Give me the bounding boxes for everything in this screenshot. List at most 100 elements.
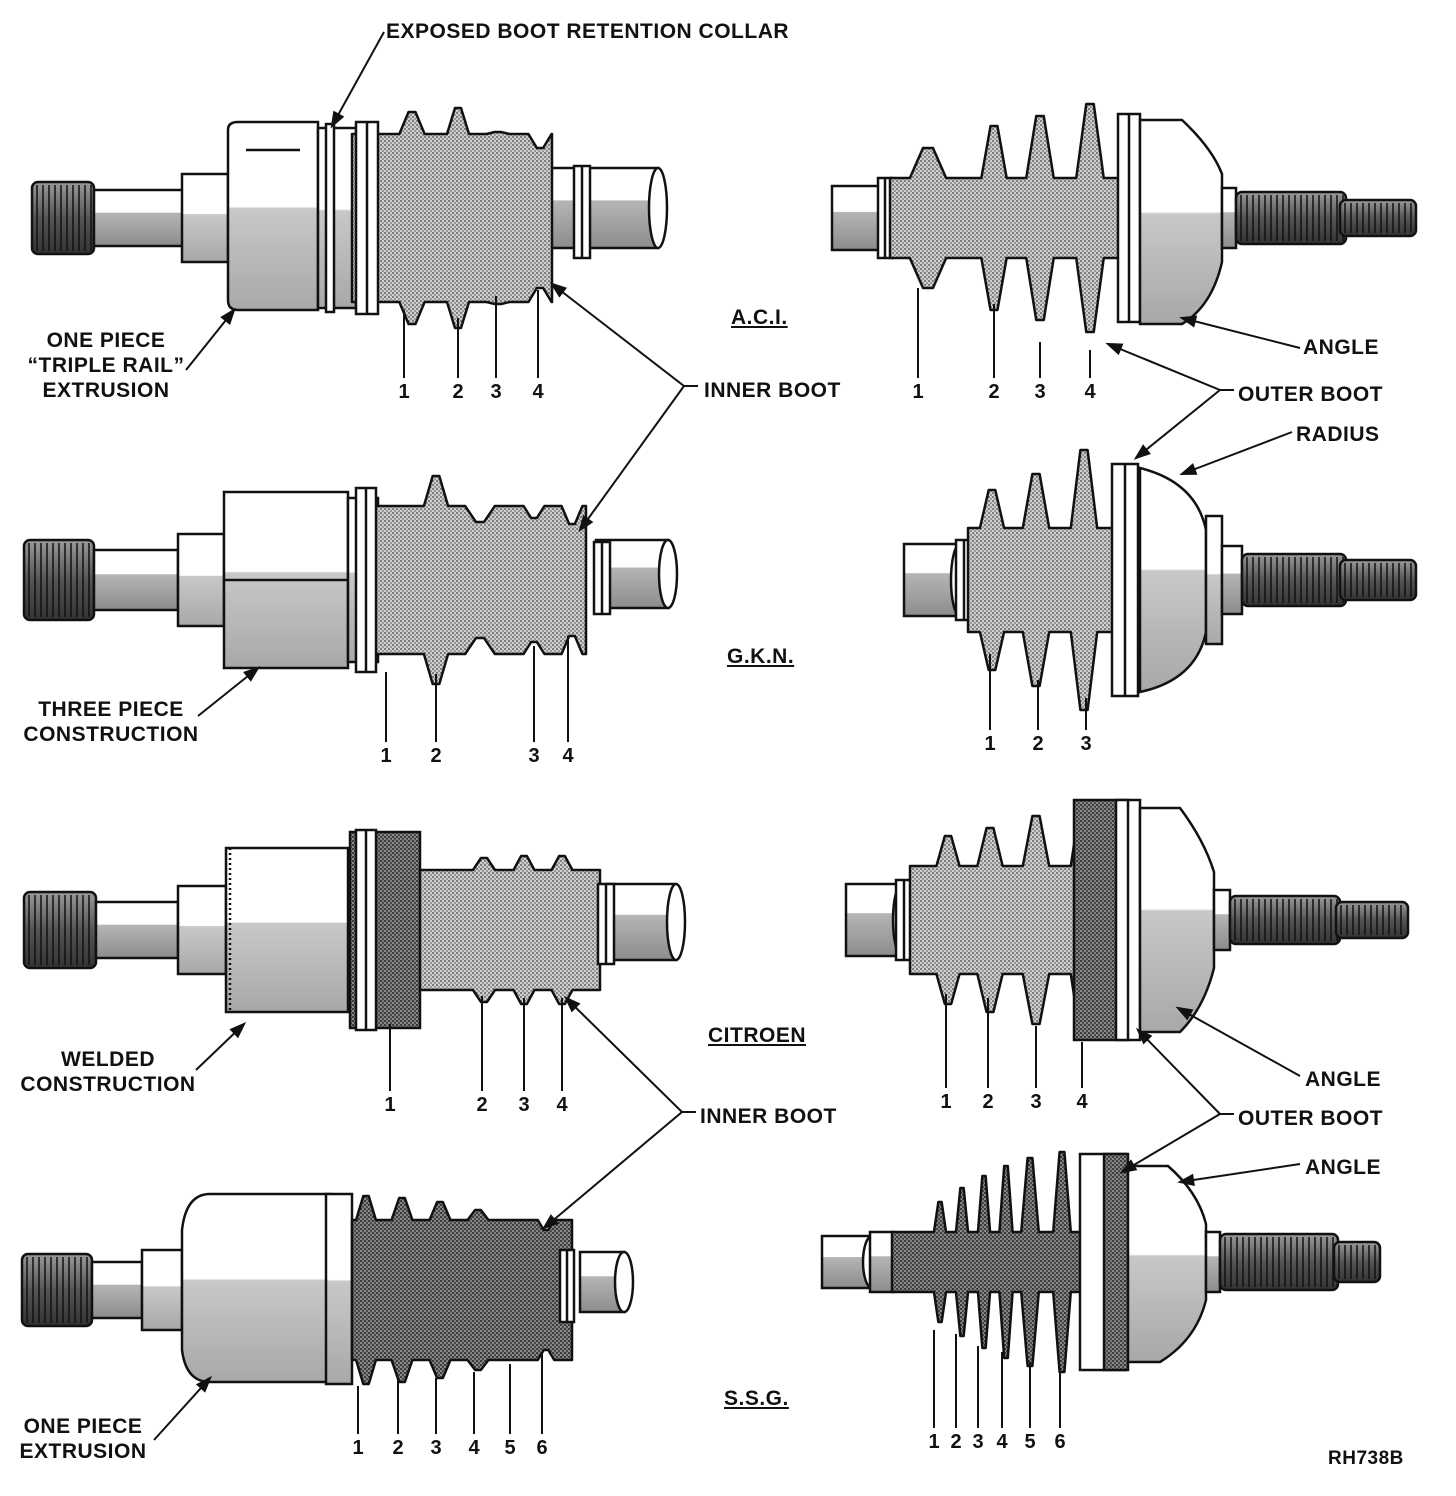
housing-lip xyxy=(1204,514,1224,646)
shaft-end xyxy=(647,166,669,250)
stub-shaft xyxy=(1220,544,1244,616)
leader-arrowhead xyxy=(1175,1006,1194,1021)
leader-arrowhead xyxy=(1179,315,1198,328)
label-line: CONSTRUCTION xyxy=(20,1073,196,1096)
inner-convolution-number: 4 xyxy=(562,745,574,767)
inner-convolution-number: 1 xyxy=(380,745,392,767)
leader-arrowhead xyxy=(1105,342,1124,356)
leader-line xyxy=(331,31,385,127)
inner-boot-label: INNER BOOT xyxy=(704,379,841,402)
leader-arrowhead xyxy=(243,666,261,682)
label-line: WELDED xyxy=(61,1048,155,1071)
stub-shaft xyxy=(94,900,180,960)
label-line: ONE PIECE xyxy=(23,1415,143,1438)
outer-convolution-number: 2 xyxy=(988,381,1000,403)
manufacturer-label-citroen: CITROEN xyxy=(708,1024,806,1047)
outer-housing-radius xyxy=(1138,466,1208,694)
outer-boot xyxy=(888,102,1130,334)
outer-convolution-number: 1 xyxy=(984,733,996,755)
leader-line xyxy=(1181,317,1301,349)
outer-housing-angle xyxy=(1138,806,1216,1034)
leader-line xyxy=(543,1111,683,1229)
inner-convolution-number: 4 xyxy=(532,381,544,403)
leader-line xyxy=(565,997,683,1113)
leader-line xyxy=(1179,1163,1301,1183)
inner-convolution-number: 1 xyxy=(384,1094,396,1116)
leader-line xyxy=(1107,343,1221,391)
outer-convolution-number: 1 xyxy=(912,381,924,403)
leader-arrowhead xyxy=(1133,444,1151,460)
outer-housing-angle xyxy=(1138,118,1224,326)
inner-convolution-number: 3 xyxy=(430,1437,442,1459)
outer-convolution-number: 2 xyxy=(982,1091,994,1113)
inner-boot xyxy=(418,854,602,1006)
figure-code: RH738B xyxy=(1328,1448,1404,1469)
leader-arrowhead xyxy=(563,995,581,1013)
leader-line xyxy=(1181,431,1293,475)
spline-end xyxy=(1334,900,1410,940)
outer-boot xyxy=(890,1150,1106,1374)
angle-label: ANGLE xyxy=(1305,1156,1381,1179)
inner-boot xyxy=(370,474,588,686)
angle-label: ANGLE xyxy=(1303,336,1379,359)
spline-end xyxy=(1338,198,1418,238)
inner-convolution-number: 2 xyxy=(430,745,442,767)
outer-convolution-number: 4 xyxy=(1076,1091,1088,1113)
inner-convolution-number: 2 xyxy=(392,1437,404,1459)
leader-arrowhead xyxy=(1179,463,1198,476)
outer-convolution-number: 5 xyxy=(1024,1431,1036,1453)
outer-convolution-number: 1 xyxy=(928,1431,940,1453)
leader-arrowhead xyxy=(578,514,594,533)
inner-convolution-number: 1 xyxy=(398,381,410,403)
stub-shaft xyxy=(1204,1230,1222,1294)
radius-label: RADIUS xyxy=(1296,423,1380,446)
inner-convolution-number: 6 xyxy=(536,1437,548,1459)
outer-convolution-number: 4 xyxy=(1084,381,1096,403)
outer-boot-label: OUTER BOOT xyxy=(1238,383,1383,406)
shaft-end xyxy=(613,1250,635,1314)
leader-line xyxy=(1121,1113,1221,1173)
triple-rail-extrusion-label: ONE PIECE “TRIPLE RAIL” EXTRUSION xyxy=(22,330,190,401)
stub-shaft xyxy=(92,188,186,248)
label-line: EXTRUSION xyxy=(19,1440,147,1463)
outer-convolution-number: 1 xyxy=(940,1091,952,1113)
one-piece-extrusion-housing xyxy=(180,1192,332,1384)
retention-collar xyxy=(324,122,336,314)
label-line: “TRIPLE RAIL” xyxy=(27,354,185,377)
inner-boot-label: INNER BOOT xyxy=(700,1105,837,1128)
inner-boot xyxy=(350,1194,574,1386)
outer-convolution-number: 3 xyxy=(972,1431,984,1453)
outer-convolution-number: 6 xyxy=(1054,1431,1066,1453)
label-line: CONSTRUCTION xyxy=(23,723,199,746)
inner-convolution-number: 2 xyxy=(476,1094,488,1116)
leader-arrowhead xyxy=(1119,1159,1138,1174)
outer-boot xyxy=(966,448,1126,712)
angle-label: ANGLE xyxy=(1305,1068,1381,1091)
inner-convolution-number: 3 xyxy=(490,381,502,403)
leader-line xyxy=(1177,1007,1301,1077)
stub-shaft xyxy=(92,548,180,612)
housing-neck xyxy=(180,172,230,264)
inner-convolution-number: 3 xyxy=(528,745,540,767)
stub-shaft xyxy=(1220,186,1238,250)
one-piece-extrusion-label: ONE PIECE EXTRUSION xyxy=(10,1416,156,1462)
boot-neck xyxy=(868,1230,896,1294)
spline-end xyxy=(1338,558,1418,602)
leader-arrowhead xyxy=(195,1375,212,1393)
leader-arrowhead xyxy=(549,282,568,298)
inner-convolution-number: 1 xyxy=(352,1437,364,1459)
housing-neck xyxy=(140,1248,184,1332)
welded-housing xyxy=(224,846,350,1014)
leader-arrowhead xyxy=(220,307,236,325)
label-line: EXTRUSION xyxy=(42,379,170,402)
three-piece-construction-label: THREE PIECE CONSTRUCTION xyxy=(16,699,206,745)
housing-collar xyxy=(316,126,358,310)
outer-boot-collar xyxy=(1102,1152,1130,1372)
leader-arrowhead xyxy=(229,1021,247,1039)
outer-convolution-number: 3 xyxy=(1080,733,1092,755)
inner-boot xyxy=(350,106,554,330)
stub-shaft xyxy=(90,1260,144,1320)
inner-convolution-number: 4 xyxy=(556,1094,568,1116)
outer-housing-angle xyxy=(1126,1164,1208,1364)
